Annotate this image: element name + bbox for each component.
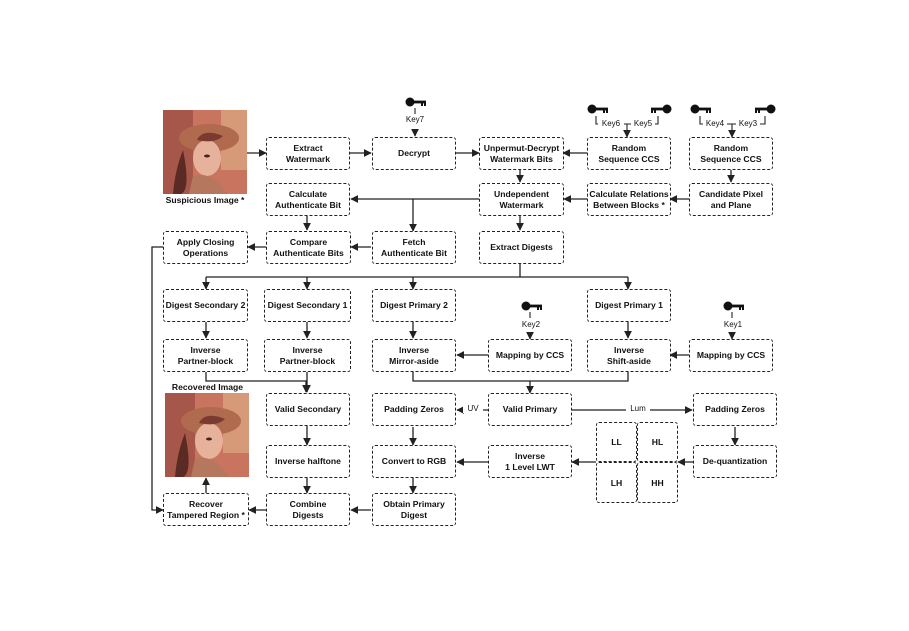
key5-label: Key5: [631, 119, 655, 129]
convert-to-rgb-box: Convert to RGB: [372, 445, 456, 478]
lum-edge-label: Lum: [626, 404, 650, 414]
decrypt-box: Decrypt: [372, 137, 456, 170]
digest-secondary-2-box: Digest Secondary 2: [163, 289, 248, 322]
de-quantization-box: De-quantization: [693, 445, 777, 478]
recovered-image: [165, 393, 249, 477]
key-icon: [651, 104, 672, 114]
key-icon: [587, 104, 608, 114]
inverse-mirror-aside-box: Inverse Mirror-aside: [372, 339, 456, 372]
padding-zeros-box: Padding Zeros: [372, 393, 456, 426]
valid-primary-box: Valid Primary: [488, 393, 572, 426]
combine-digests-box: Combine Digests: [266, 493, 350, 526]
extract-watermark-box: Extract Watermark: [266, 137, 350, 170]
fetch-authenticate-bit-box: Fetch Authenticate Bit: [372, 231, 456, 264]
wavelet-ll: LL: [596, 422, 637, 462]
inverse-halftone-box: Inverse halftone: [266, 445, 350, 478]
undependent-watermark-box: Undependent Watermark: [479, 183, 564, 216]
mapping-by-ccs-box: Mapping by CCS: [488, 339, 572, 372]
padding-zeros-box-2: Padding Zeros: [693, 393, 777, 426]
key-icon: [690, 104, 711, 114]
suspicious-image: [163, 110, 247, 194]
digest-secondary-1-box: Digest Secondary 1: [264, 289, 351, 322]
portrait-thumbnail-icon: [163, 110, 247, 194]
valid-secondary-box: Valid Secondary: [266, 393, 350, 426]
compare-authenticate-bits-box: Compare Authenticate Bits: [266, 231, 351, 264]
key2-label: Key2: [521, 320, 541, 329]
portrait-thumbnail-icon: [165, 393, 249, 477]
random-sequence-ccs-box-2: Random Sequence CCS: [689, 137, 773, 170]
extract-digests-box: Extract Digests: [479, 231, 564, 264]
recovered-image-caption: Recovered Image: [171, 382, 244, 392]
unpermut-decrypt-box: Unpermut-Decrypt Watermark Bits: [479, 137, 564, 170]
key-icon: [723, 301, 744, 311]
obtain-primary-digest-box: Obtain Primary Digest: [372, 493, 456, 526]
random-sequence-ccs-box: Random Sequence CCS: [587, 137, 671, 170]
inverse-partner-block-box-2: Inverse Partner-block: [264, 339, 351, 372]
calculate-relations-box: Calculate Relations Between Blocks *: [587, 183, 671, 216]
mapping-by-ccs-box-2: Mapping by CCS: [689, 339, 773, 372]
recover-tampered-region-box: Recover Tampered Region *: [163, 493, 249, 526]
suspicious-image-caption: Suspicious Image *: [165, 195, 245, 205]
key6-label: Key6: [598, 119, 624, 129]
key-icon: [755, 104, 776, 114]
candidate-pixel-box: Candidate Pixel and Plane: [689, 183, 773, 216]
key1-label: Key1: [723, 320, 743, 329]
apply-closing-box: Apply Closing Operations: [163, 231, 248, 264]
digest-primary-1-box: Digest Primary 1: [587, 289, 671, 322]
key4-label: Key4: [703, 119, 727, 129]
wavelet-hl: HL: [637, 422, 678, 462]
inverse-lwt-box: Inverse 1 Level LWT: [488, 445, 572, 478]
inverse-shift-aside-box: Inverse Shift-aside: [587, 339, 671, 372]
inverse-partner-block-box: Inverse Partner-block: [163, 339, 248, 372]
key7-label: Key7: [405, 115, 425, 124]
wavelet-hh: HH: [637, 462, 678, 503]
digest-primary-2-box: Digest Primary 2: [372, 289, 456, 322]
uv-edge-label: UV: [463, 404, 483, 414]
key3-label: Key3: [736, 119, 760, 129]
key-icon: [521, 301, 542, 311]
wavelet-lh: LH: [596, 462, 637, 503]
key-icon: [405, 97, 426, 107]
calculate-authenticate-bit-box: Calculate Authenticate Bit: [266, 183, 350, 216]
